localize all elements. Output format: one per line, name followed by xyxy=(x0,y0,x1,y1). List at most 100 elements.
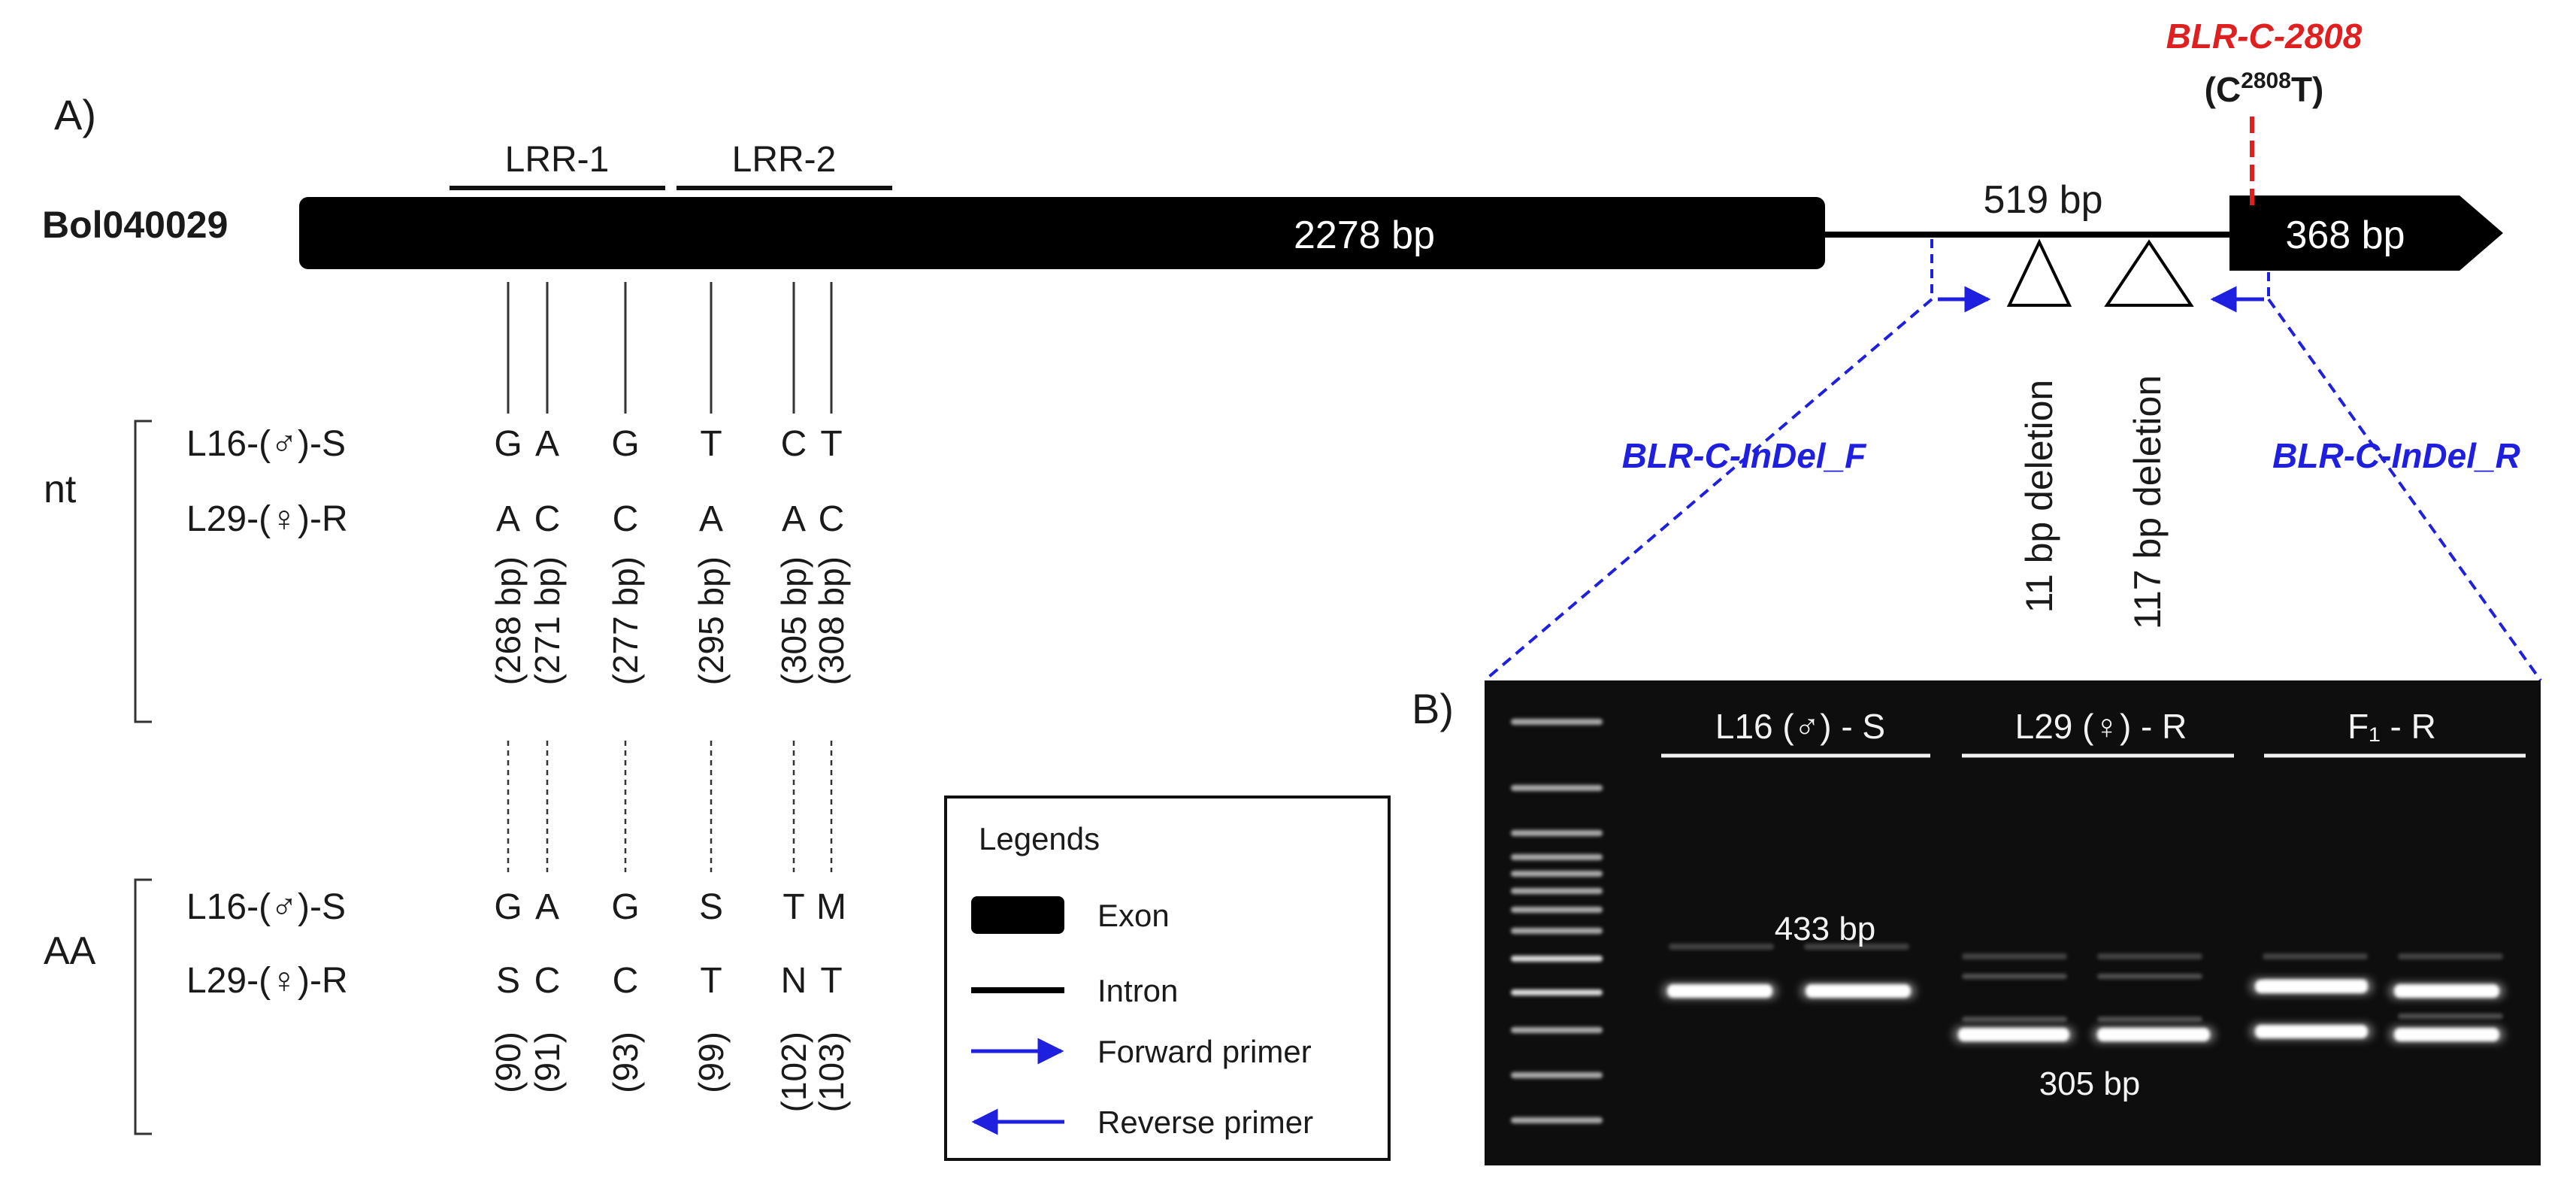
nt-base: C xyxy=(781,424,807,464)
exon-2 xyxy=(2229,195,2503,271)
legend-title: Legends xyxy=(979,821,1100,856)
nt-position: (271 bp) xyxy=(528,556,567,685)
band-label-305bp: 305 bp xyxy=(2039,1065,2141,1102)
intron-length: 519 bp xyxy=(1983,178,2102,222)
aa-residue: C xyxy=(613,961,639,1001)
gene-name: Bol040029 xyxy=(42,204,228,246)
legend-box xyxy=(944,796,1391,1161)
gel-faint-band xyxy=(1962,974,2067,979)
variant-dashed-connectors xyxy=(507,741,833,872)
ladder-band xyxy=(1511,907,1603,913)
aa-position: (91) xyxy=(528,1032,567,1093)
aa-row-l16-label: L16-(♂)-S xyxy=(186,887,346,927)
gel-band xyxy=(2255,980,2368,993)
nt-base: A xyxy=(699,499,723,539)
zoom-guide-left xyxy=(1483,298,1933,682)
deletion-triangle-117bp xyxy=(2104,239,2194,307)
aa-position: (93) xyxy=(606,1032,645,1093)
aa-position: (102) xyxy=(774,1032,813,1112)
lane-group-l29: L29 (♀) - R xyxy=(2015,707,2187,746)
ladder-band xyxy=(1511,956,1603,962)
ladder-band xyxy=(1511,830,1603,836)
nt-base: A xyxy=(782,499,806,539)
band-label-433bp: 433 bp xyxy=(1775,911,1876,947)
aa-residue: S xyxy=(496,961,520,1001)
legend: Legends Exon Intron Forward primer Rever… xyxy=(944,796,1391,1161)
gel-faint-band xyxy=(2398,953,2503,959)
aa-position: (103) xyxy=(812,1032,851,1112)
domain-label-lrr2: LRR-2 xyxy=(732,140,837,180)
exon-2-length: 368 bp xyxy=(2285,214,2405,257)
aa-residue: C xyxy=(534,961,561,1001)
deletion-triangle-11bp xyxy=(2006,238,2072,307)
legend-exon-label: Exon xyxy=(1097,898,1170,933)
nt-position: (295 bp) xyxy=(692,556,731,685)
aa-residue: A xyxy=(535,887,559,927)
gel-image xyxy=(1485,680,2541,1165)
deletion-label-11bp: 11 bp deletion xyxy=(2018,380,2060,613)
nt-base: G xyxy=(611,424,639,464)
ladder-band xyxy=(1511,871,1603,877)
aa-group-label: AA xyxy=(44,929,96,973)
nt-base: T xyxy=(700,424,722,464)
snp-marker-name: BLR-C-2808 xyxy=(2166,17,2363,56)
forward-primer-name: BLR-C-InDel_F xyxy=(1622,436,1867,475)
nt-base: T xyxy=(820,424,842,464)
gel-faint-band xyxy=(1804,944,1909,950)
gel-bands xyxy=(1661,944,2505,1044)
aa-residue: T xyxy=(700,961,722,1001)
nt-base: G xyxy=(494,424,522,464)
dna-ladder xyxy=(1511,719,1603,1123)
nt-positions: (268 bp)(271 bp) (277 bp) (295 bp) (305 bp)… xyxy=(489,556,851,685)
panel-b-label: B) xyxy=(1412,685,1454,732)
gel-faint-band xyxy=(1962,953,2067,959)
nt-base: C xyxy=(534,499,561,539)
nt-base: A xyxy=(535,424,559,464)
exon-1 xyxy=(299,197,1825,269)
panel-a-label: A) xyxy=(54,91,96,138)
reverse-primer-name: BLR-C-InDel_R xyxy=(2272,436,2520,475)
legend-exon-swatch xyxy=(971,896,1064,934)
nt-position: (268 bp) xyxy=(489,556,528,685)
ladder-band xyxy=(1511,1117,1603,1123)
ladder-band xyxy=(1511,1027,1603,1033)
aa-position: (90) xyxy=(489,1032,528,1093)
gel-band xyxy=(2097,1028,2210,1041)
nt-position: (277 bp) xyxy=(606,556,645,685)
ladder-band xyxy=(1511,928,1603,934)
aa-residue: M xyxy=(816,887,846,927)
aa-residue: T xyxy=(820,961,842,1001)
ladder-band xyxy=(1511,854,1603,860)
gel-faint-band xyxy=(2097,1017,2202,1022)
ladder-band xyxy=(1511,1072,1603,1078)
gel-band xyxy=(2255,1025,2368,1038)
gel-faint-band xyxy=(2097,953,2202,959)
aa-residue: N xyxy=(781,961,807,1001)
aa-residue: G xyxy=(611,887,639,927)
gel-band xyxy=(1806,984,1911,998)
aa-positions: (90)(91) (93) (99) (102)(103) xyxy=(489,1032,851,1112)
variant-ticks xyxy=(507,282,833,414)
nt-position: (308 bp) xyxy=(812,556,851,685)
nt-base: A xyxy=(496,499,520,539)
gel-faint-band xyxy=(1669,944,1774,950)
nt-position: (305 bp) xyxy=(774,556,813,685)
gel-faint-band xyxy=(1962,1017,2067,1022)
nt-bracket xyxy=(134,420,152,723)
nt-row-l16-label: L16-(♂)-S xyxy=(186,424,346,464)
nt-group-label: nt xyxy=(44,468,77,511)
gel-band xyxy=(1667,984,1772,998)
gel-faint-band xyxy=(2263,953,2368,959)
nt-row-l29-label: L29-(♀)-R xyxy=(186,499,348,539)
aa-position: (99) xyxy=(692,1032,731,1093)
aa-row-l29-label: L29-(♀)-R xyxy=(186,961,348,1001)
legend-reverse-label: Reverse primer xyxy=(1097,1105,1313,1140)
exon-1-length: 2278 bp xyxy=(1294,214,1435,257)
ladder-band xyxy=(1511,888,1603,894)
gel-band xyxy=(2394,984,2499,998)
aa-residue: T xyxy=(782,887,804,927)
zoom-guide-right xyxy=(2267,298,2542,682)
